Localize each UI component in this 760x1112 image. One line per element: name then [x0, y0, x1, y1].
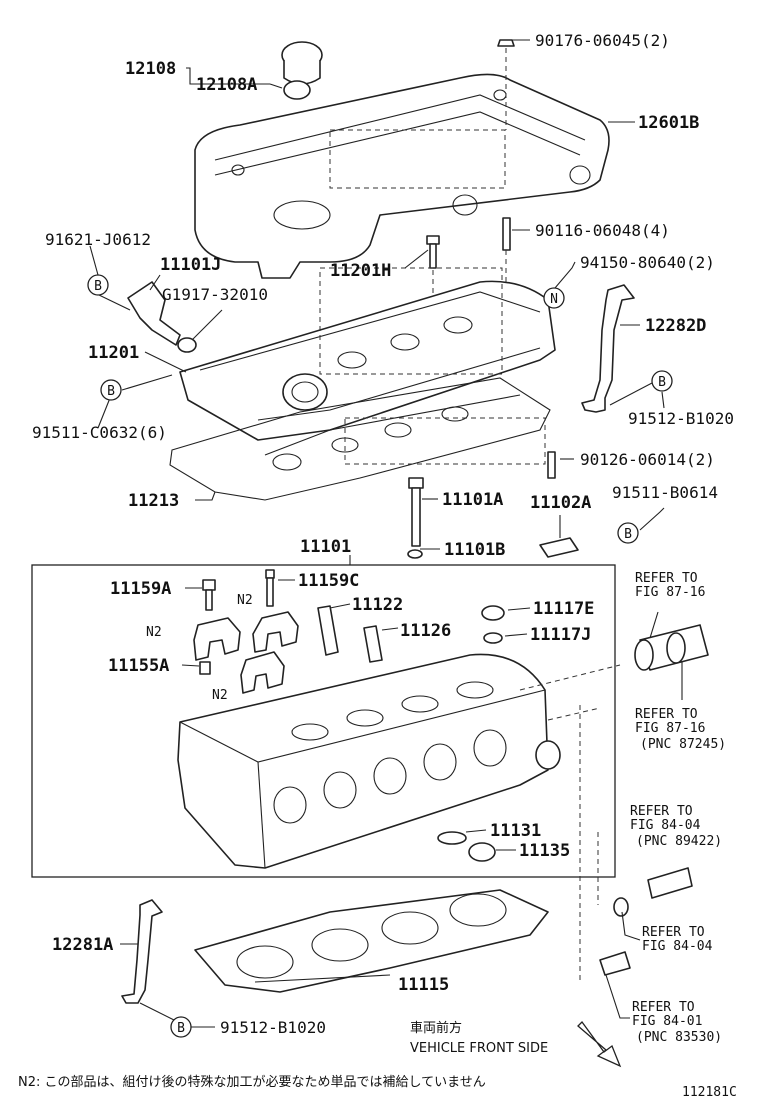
refer-3-pnc: (PNC 89422) — [636, 834, 722, 849]
circle-n: N — [550, 292, 558, 307]
label-91511c: 91511-C0632(6) — [32, 423, 167, 442]
valve-cover-gasket-drawing — [169, 377, 551, 501]
label-11159c: 11159C — [298, 571, 359, 591]
refer-5-line1: REFER TO — [632, 1000, 695, 1015]
valve-cover-drawing — [179, 267, 556, 441]
label-11102a: 11102A — [530, 493, 591, 513]
label-11213: 11213 — [128, 491, 179, 511]
footnote-n2: N2: この部品は、組付け後の特殊な加工が必要なため単品では補給していません — [18, 1074, 486, 1090]
oil-control-valve-drawing — [127, 281, 197, 353]
leader-lines — [89, 39, 665, 1028]
label-11201h: 11201H — [330, 261, 391, 281]
label-94150: 94150-80640(2) — [580, 253, 715, 272]
refer-4-line2: FIG 84-04 — [642, 939, 713, 954]
bolt-11101a-drawing — [407, 477, 424, 559]
label-11117e: 11117E — [533, 599, 594, 619]
stud-90126-drawing — [547, 451, 556, 479]
label-91512-b: 91512-B1020 — [220, 1018, 326, 1037]
label-12108: 12108 — [125, 59, 176, 79]
label-11117j: 11117J — [530, 625, 591, 645]
pins-and-bolts-drawing — [199, 569, 505, 862]
label-12282d: 12282D — [645, 316, 706, 336]
label-11155a: 11155A — [108, 656, 169, 676]
label-n2-b: N2 — [146, 625, 162, 640]
label-11101b: 11101B — [444, 540, 505, 560]
label-91512-a: 91512-B1020 — [628, 409, 734, 428]
part-labels: 90176-06045(2) 12108 12108A 12601B 91621… — [32, 31, 734, 1037]
label-90176: 90176-06045(2) — [535, 31, 670, 50]
cylinder-head-group-box — [31, 564, 616, 878]
circle-b-4: B — [624, 527, 632, 542]
vehicle-front-en: VEHICLE FRONT SIDE — [410, 1041, 548, 1056]
label-12108a: 12108A — [196, 75, 257, 95]
label-90116: 90116-06048(4) — [535, 221, 670, 240]
head-gasket-drawing — [194, 889, 549, 993]
label-11126: 11126 — [400, 621, 451, 641]
stud-90116-drawing — [502, 217, 511, 300]
refer-labels: REFER TO FIG 87-16 REFER TO FIG 87-16 (P… — [630, 571, 726, 1045]
label-n2-a: N2 — [237, 593, 253, 608]
label-11101: 11101 — [300, 537, 351, 557]
engine-cover-drawing — [194, 73, 610, 279]
temp-sensor-drawing — [579, 705, 693, 980]
refer-3-line2: FIG 84-04 — [630, 818, 701, 833]
vehicle-front-arrow — [577, 1021, 622, 1068]
figure-id: 112181C — [682, 1085, 737, 1100]
circle-b-2: B — [107, 384, 115, 399]
refer-2-line2: FIG 87-16 — [635, 721, 705, 736]
refer-2-pnc: (PNC 87245) — [640, 737, 726, 752]
label-11101a: 11101A — [442, 490, 503, 510]
label-91511b: 91511-B0614 — [612, 483, 718, 502]
circle-b-3: B — [658, 375, 666, 390]
label-11135: 11135 — [519, 841, 570, 861]
label-11101j: 11101J — [160, 255, 221, 275]
circle-b-1: B — [94, 279, 102, 294]
label-12281a: 12281A — [52, 935, 113, 955]
refer-4-line1: REFER TO — [642, 925, 705, 940]
sensor-11102a-drawing — [539, 537, 579, 558]
bracket-12282d-drawing — [581, 284, 635, 413]
label-11122: 11122 — [352, 595, 403, 615]
circle-markers: B N B B B B — [87, 274, 673, 1038]
label-11115: 11115 — [398, 975, 449, 995]
label-11131: 11131 — [490, 821, 541, 841]
refer-1-line2: FIG 87-16 — [635, 585, 705, 600]
bracket-12281a-drawing — [121, 899, 163, 1004]
label-11201: 11201 — [88, 343, 139, 363]
label-91621: 91621-J0612 — [45, 230, 151, 249]
refer-1-line1: REFER TO — [635, 571, 698, 586]
label-n2-c: N2 — [212, 688, 228, 703]
cam-bearing-caps-drawing — [193, 611, 299, 694]
label-90126: 90126-06014(2) — [580, 450, 715, 469]
refer-2-line1: REFER TO — [635, 707, 698, 722]
refer-3-line1: REFER TO — [630, 804, 693, 819]
label-g1917: G1917-32010 — [162, 285, 268, 304]
vehicle-front-jp: 車両前方 — [410, 1020, 462, 1036]
circle-b-5: B — [177, 1021, 185, 1036]
water-hose-drawing — [634, 611, 709, 700]
label-12601b: 12601B — [638, 113, 699, 133]
grommet-90176-drawing — [497, 39, 515, 130]
refer-5-line2: FIG 84-01 — [632, 1014, 702, 1029]
cylinder-head-drawing — [177, 653, 621, 869]
label-11159a: 11159A — [110, 579, 171, 599]
oil-filler-cap-drawing — [281, 41, 323, 100]
refer-5-pnc: (PNC 83530) — [636, 1030, 722, 1045]
footer-text: 車両前方 VEHICLE FRONT SIDE N2: この部品は、組付け後の特… — [18, 1020, 737, 1100]
